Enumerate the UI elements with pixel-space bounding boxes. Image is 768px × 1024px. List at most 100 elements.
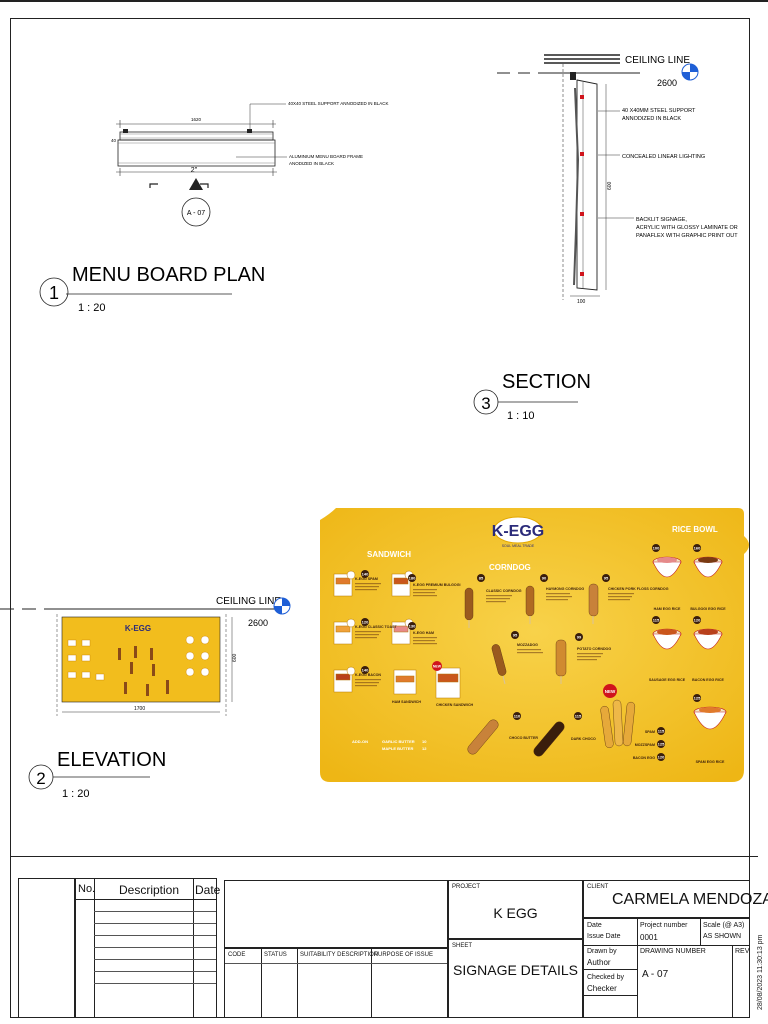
item-haymong-corndog: HAYMONG CORNDOG	[546, 587, 584, 591]
item-k-egg-spam: K-EGG SPAM	[355, 577, 378, 581]
menu-brand-logo: K-EGG	[492, 523, 544, 540]
scale-label: Scale (@ A3)	[703, 922, 745, 929]
code-label: CODE	[228, 952, 246, 958]
plan-title: MENU BOARD PLAN	[72, 264, 265, 286]
ricebowl-bulgogi-art	[693, 556, 723, 578]
corndog-porkfloss-art	[588, 583, 599, 624]
item-dark-choco: DARK CHOCO	[571, 737, 596, 741]
section-support-note-2: ANNODIZED IN BLACK	[622, 116, 681, 122]
drawing-number-label: DRAWING NUMBER	[640, 948, 706, 955]
corndog-mozzadog-art	[491, 644, 507, 685]
section-ceiling-label: CEILING LINE	[625, 55, 690, 66]
sheet-name: SIGNAGE DETAILS	[453, 962, 578, 978]
item-k-egg-ham: K-EGG HAM	[413, 631, 434, 635]
section-view: CEILING LINE 2600 600 100 40 X40MM STEEL…	[473, 54, 738, 422]
menu-section-corndog: CORNDOG	[489, 563, 531, 572]
checked-by: Checker	[587, 984, 617, 993]
item-pork-floss-corndog: CHICKEN PORK FLOSS CORNDOG	[608, 587, 669, 591]
project-label: PROJECT	[452, 884, 481, 890]
svg-text:K-EGG: K-EGG	[125, 624, 151, 633]
section-signage-note-3: PANAFLEX WITH GRAPHIC PRINT OUT	[636, 233, 738, 239]
item-k-egg-classic-toast: K-EGG CLASSIC TOAST	[355, 625, 397, 629]
item-bacon-egg: BACON EGG	[633, 756, 655, 760]
elevation-scale: 1 : 20	[62, 788, 90, 800]
plan-width-dim: 1620	[191, 117, 202, 122]
elevation-view: CEILING LINE 2600 K-EGG 1700	[0, 596, 291, 800]
price-k-egg-classic-toast: 120	[362, 620, 369, 625]
sandwich-bacon-art	[333, 666, 356, 693]
project-name: K EGG	[493, 905, 538, 921]
title-block: No. Description Date CODE STATUS SUITABI…	[10, 856, 768, 1018]
item-classic-corndog: CLASSIC CORNDOG	[486, 589, 522, 593]
section-title: SECTION	[502, 371, 591, 393]
price-spam-egg-rice: 125	[694, 696, 701, 701]
plan-number: 1	[49, 283, 59, 303]
section-lighting-note: CONCEALED LINEAR LIGHTING	[622, 154, 705, 160]
item-potato-corndog: POTATO CORNDOG	[577, 647, 611, 651]
corndog-classic-art	[464, 587, 474, 628]
item-k-egg-premium-bulgogi: K-EGG PREMIUM BULGOGI	[413, 583, 461, 587]
price-bacon-egg-rice: 120	[694, 618, 701, 623]
item-sausage-egg-rice: SAUSAGE EGG RICE	[649, 678, 686, 682]
item-mozzadog: MOZZADOG	[517, 643, 538, 647]
section-level-marker-icon	[681, 63, 699, 81]
plan-support-note: 40X40 STEEL SUPPORT ANNODIZED IN BLACK	[288, 101, 388, 106]
corndog-haymong-art	[525, 585, 535, 624]
price-bacon-egg: 120	[658, 755, 665, 760]
status-label: STATUS	[264, 952, 287, 958]
price-ham-egg-rice: 100	[653, 546, 660, 551]
sheet-cell: SHEET SIGNAGE DETAILS	[448, 939, 583, 1018]
price-haymong-corndog: 90	[542, 576, 547, 581]
client-label: CLIENT	[587, 884, 609, 890]
rev-label: REV	[735, 948, 750, 955]
item-k-egg-bacon: K-EGG BACON	[355, 673, 381, 677]
menu-section-ricebowl: RICE BOWL	[672, 525, 718, 534]
price-spam: 115	[658, 729, 665, 734]
price-choco-butter: 110	[514, 714, 521, 719]
section-depth-dim: 100	[577, 299, 586, 305]
price-dark-choco: 115	[575, 714, 582, 719]
corndog-darkchoco-art	[533, 721, 565, 757]
price-k-egg-bacon: 140	[362, 668, 369, 673]
plan-depth-dim: 40	[111, 138, 117, 143]
drawn-by: Author	[587, 958, 611, 967]
section-height-dim: 600	[607, 181, 613, 190]
section-signage-note-2: ACRYLIC WITH GLOSSY LAMINATE OR	[636, 225, 738, 231]
client-cell: CLIENT CARMELA MENDOZA	[583, 880, 768, 918]
elevation-level-marker-icon	[273, 597, 291, 615]
menu-brand-sub: SOUL MEAL TRADE	[502, 544, 535, 548]
item-ham-sandwich: HAM SANDWICH	[392, 700, 421, 704]
new-badge-label: NEW	[605, 689, 616, 694]
price-classic-corndog: 85	[479, 576, 484, 581]
section-callout-marker[interactable]: A - 07	[181, 178, 211, 227]
price-pork-floss-corndog: 95	[604, 576, 609, 581]
price-bulgogi-egg-rice: 160	[694, 546, 701, 551]
suitability-label: SUITABILITY DESCRIPTION	[300, 952, 379, 958]
item-chicken-sandwich: CHICKEN SANDWICH	[436, 703, 474, 707]
section-callout-ref: A - 07	[187, 210, 205, 217]
new-badge: NEW	[603, 684, 617, 698]
sandwich-classic-art	[333, 618, 356, 645]
rev-no-header: No.	[78, 883, 96, 895]
revision-table: No. Description Date	[75, 878, 220, 1018]
sheet-top-line	[0, 0, 768, 2]
project-number-label: Project number	[640, 922, 688, 929]
section-ceiling-height: 2600	[657, 78, 677, 88]
addon-maple-butter-price: 12	[422, 746, 427, 751]
price-k-egg-premium-bulgogi: 180	[409, 576, 416, 581]
section-signage-note-1: BACKLIT SIGNAGE,	[636, 217, 687, 223]
item-ham-egg-rice: HAM EGG RICE	[654, 607, 681, 611]
price-k-egg-ham: 130	[409, 624, 416, 629]
elevation-height-dim: 600	[232, 653, 238, 662]
client-name: CARMELA MENDOZA	[612, 891, 768, 908]
ricebowl-spam-art	[693, 706, 727, 730]
menu-section-sandwich: SANDWICH	[367, 550, 411, 559]
item-mozzspam: MOZZSPAM	[635, 743, 655, 747]
new-badge-sandwich: NEW	[432, 661, 442, 671]
drawn-by-label: Drawn by	[587, 948, 617, 955]
price-k-egg-spam: 140	[362, 572, 369, 577]
item-bacon-egg-rice: BACON EGG RICE	[692, 678, 724, 682]
empty-notes-box	[224, 880, 448, 948]
addon-garlic-butter-price: 10	[422, 739, 427, 744]
plan-frame-note-2: ANODIZED IN BLACK	[289, 161, 334, 166]
